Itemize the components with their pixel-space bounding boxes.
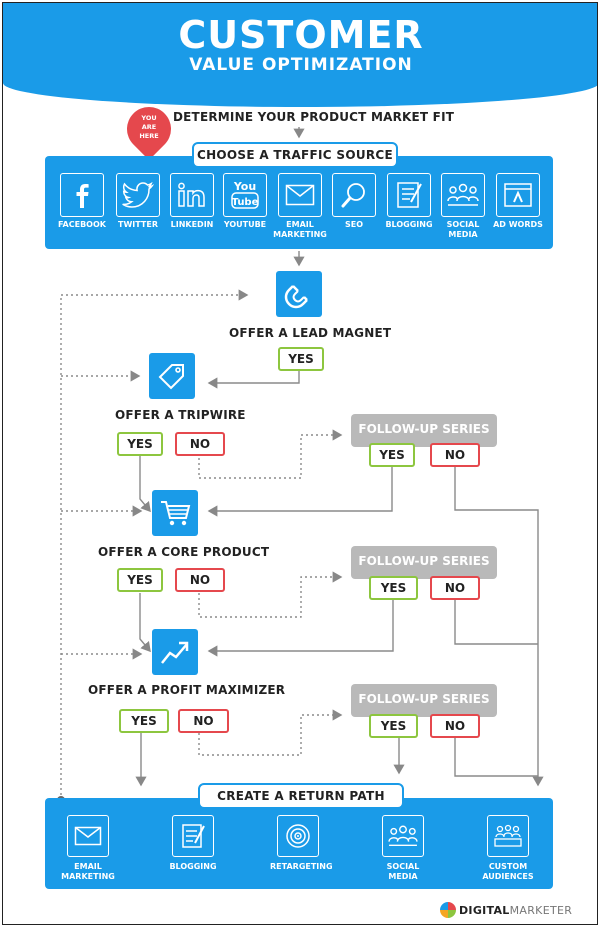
traffic-source-title: CHOOSE A TRAFFIC SOURCE [192, 142, 398, 168]
custom-audiences-icon [494, 824, 522, 847]
profit-maximizer-yes[interactable]: YES [119, 709, 169, 733]
follow-up-1-yes[interactable]: YES [369, 443, 415, 467]
return-social-media[interactable]: SOCIAL MEDIA [375, 815, 431, 882]
return-path-title: CREATE A RETURN PATH [198, 783, 404, 809]
source-label: EMAIL MARKETING [273, 220, 327, 239]
core-product-no[interactable]: NO [175, 568, 225, 592]
return-label: SOCIAL MEDIA [386, 862, 420, 881]
follow-up-series-2: FOLLOW-UP SERIES [351, 546, 497, 579]
svg-text:You: You [233, 180, 256, 193]
tripwire-yes[interactable]: YES [117, 432, 163, 456]
digital-marketer-logo-icon [440, 902, 456, 918]
source-linkedin[interactable]: LINKEDIN [164, 173, 220, 230]
seo-icon [341, 183, 365, 208]
return-custom-audiences[interactable]: CUSTOM AUDIENCES [480, 815, 536, 882]
follow-up-2-yes[interactable]: YES [369, 576, 418, 600]
source-label: SOCIAL MEDIA [446, 220, 480, 239]
digital-marketer-logo: DIGITALMARKETER [459, 904, 573, 917]
lead-magnet-label: OFFER A LEAD MAGNET [229, 326, 392, 340]
profit-maximizer-no[interactable]: NO [178, 709, 229, 733]
cart-icon [161, 501, 191, 526]
twitter-icon [122, 181, 154, 208]
core-product-step[interactable] [152, 490, 198, 536]
svg-text:Tube: Tube [232, 197, 259, 208]
follow-up-2-no[interactable]: NO [430, 576, 480, 600]
lead-magnet-step[interactable] [276, 271, 322, 317]
return-retargeting[interactable]: RETARGETING [270, 815, 333, 872]
core-product-yes[interactable]: YES [117, 568, 163, 592]
tripwire-step[interactable] [149, 353, 195, 399]
return-label: CUSTOM AUDIENCES [482, 862, 534, 881]
profit-maximizer-label: OFFER A PROFIT MAXIMIZER [88, 683, 286, 697]
follow-up-3-yes[interactable]: YES [369, 714, 418, 738]
tripwire-label: OFFER A TRIPWIRE [115, 408, 246, 422]
ad-words-icon [504, 183, 532, 207]
return-label: RETARGETING [270, 862, 333, 871]
return-label: BLOGGING [169, 862, 217, 871]
source-seo[interactable]: SEO [326, 173, 382, 230]
lead-magnet-yes[interactable]: YES [278, 347, 324, 371]
source-label: SEO [344, 220, 364, 229]
header-banner: CUSTOMER VALUE OPTIMIZATION [3, 3, 597, 107]
blogging-icon [182, 824, 205, 848]
social-media-icon [447, 183, 479, 206]
source-label: FACEBOOK [58, 220, 106, 229]
linkedin-icon [178, 182, 205, 207]
source-email[interactable]: EMAIL MARKETING [272, 173, 328, 240]
source-ad-words[interactable]: AD WORDS [490, 173, 546, 230]
core-product-label: OFFER A CORE PRODUCT [98, 545, 270, 559]
facebook-icon [76, 184, 89, 208]
source-label: YOUTUBE [223, 220, 267, 229]
source-label: TWITTER [118, 220, 158, 229]
source-label: LINKEDIN [170, 220, 214, 229]
source-social-media[interactable]: SOCIAL MEDIA [435, 173, 491, 240]
blogging-icon [397, 182, 422, 208]
follow-up-series-1: FOLLOW-UP SERIES [351, 414, 497, 447]
trend-up-icon [161, 641, 189, 664]
page-subtitle: VALUE OPTIMIZATION [189, 55, 413, 75]
tag-icon [158, 364, 184, 390]
flow-connectors [57, 127, 544, 804]
return-email-marketing[interactable]: EMAIL MARKETING [60, 815, 116, 882]
social-media-icon [388, 825, 418, 846]
return-label: EMAIL MARKETING [61, 862, 115, 881]
magnet-icon [284, 285, 308, 309]
follow-up-series-3: FOLLOW-UP SERIES [351, 684, 497, 717]
email-icon [74, 826, 102, 846]
source-label: AD WORDS [493, 220, 543, 229]
return-blogging[interactable]: BLOGGING [165, 815, 221, 872]
email-icon [285, 184, 315, 206]
source-label: BLOGGING [385, 220, 433, 229]
source-twitter[interactable]: TWITTER [110, 173, 166, 230]
page-title: CUSTOMER [178, 13, 424, 57]
you-are-here-text: YOU ARE HERE [139, 114, 159, 140]
determine-label: DETERMINE YOUR PRODUCT MARKET FIT [173, 110, 455, 124]
source-facebook[interactable]: FACEBOOK [54, 173, 110, 230]
source-blogging[interactable]: BLOGGING [381, 173, 437, 230]
follow-up-1-no[interactable]: NO [430, 443, 480, 467]
profit-maximizer-step[interactable] [152, 629, 198, 675]
retargeting-icon [286, 824, 310, 848]
tripwire-no[interactable]: NO [175, 432, 225, 456]
follow-up-3-no[interactable]: NO [430, 714, 480, 738]
